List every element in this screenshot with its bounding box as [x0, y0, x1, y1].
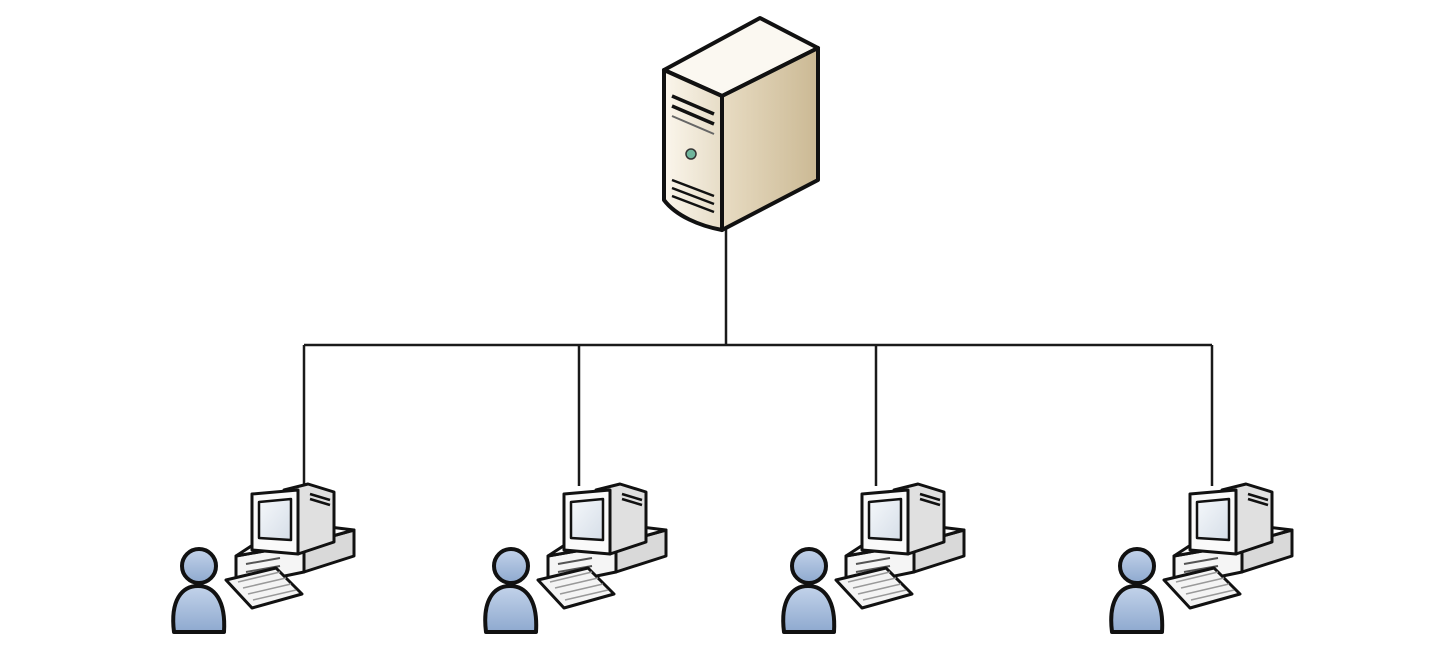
client-workstation-3: [781, 482, 966, 634]
client-workstation-2: [483, 482, 668, 634]
client-workstation-4: [1109, 482, 1294, 634]
client-workstation-1: [171, 482, 356, 634]
power-led-icon: [685, 148, 697, 160]
connections: [302, 228, 1214, 486]
server-tower-icon: [662, 16, 820, 232]
